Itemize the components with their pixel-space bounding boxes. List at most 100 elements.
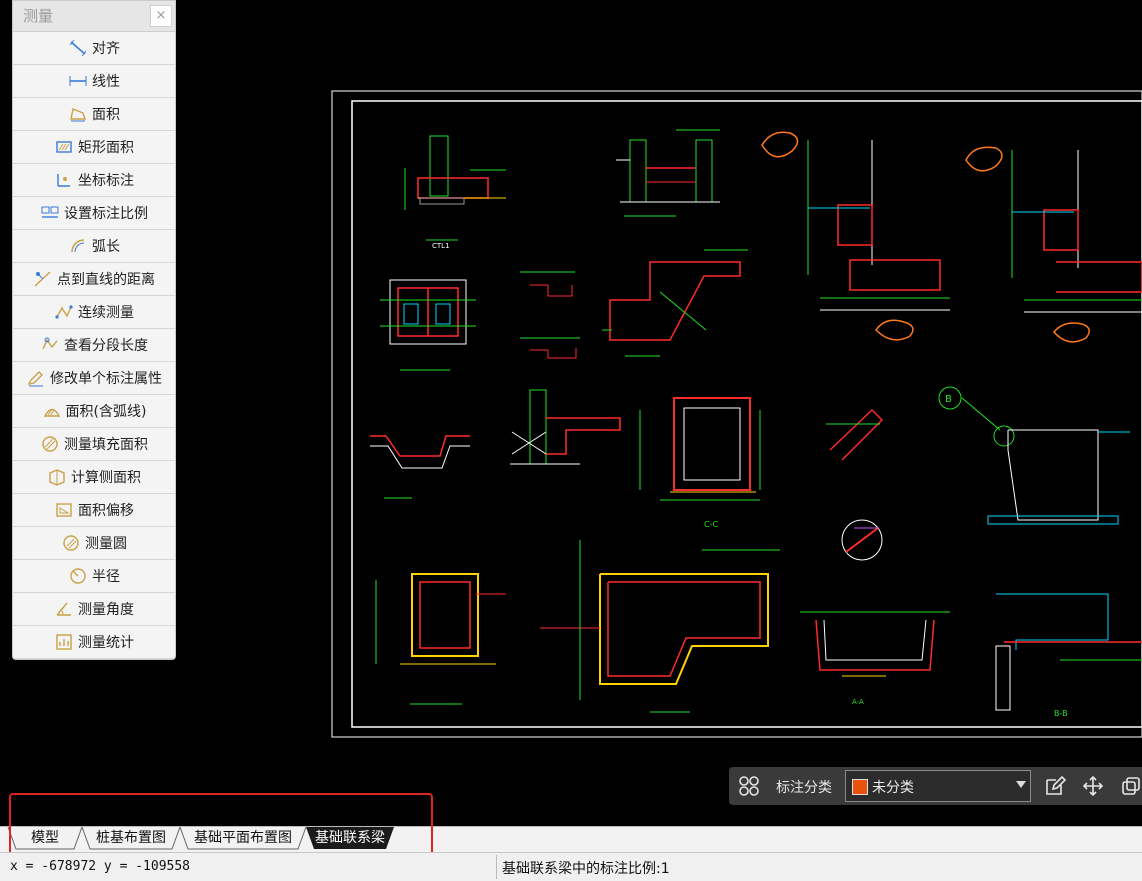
category-color-swatch xyxy=(852,779,868,795)
tool-measure-circle[interactable]: 测量圆 xyxy=(13,527,175,560)
tool-label: 修改单个标注属性 xyxy=(50,371,162,387)
measure-panel: 测量 × 对齐线性面积矩形面积坐标标注设置标注比例弧长点到直线的距离连续测量查看… xyxy=(12,0,176,660)
detail-bracket xyxy=(826,408,884,561)
area-icon xyxy=(70,108,86,122)
tool-hatch-area[interactable]: 测量填充面积 xyxy=(13,428,175,461)
detail-ramp-section xyxy=(602,249,748,357)
tool-point-to-line[interactable]: 点到直线的距离 xyxy=(13,263,175,296)
detail-label-ctl1: CTL1 xyxy=(432,242,450,250)
rectangle-area-icon xyxy=(56,141,72,153)
tool-label: 弧长 xyxy=(92,239,120,255)
tool-label: 设置标注比例 xyxy=(64,206,148,222)
point-to-line-icon xyxy=(34,271,51,287)
measure-tool-list: 对齐线性面积矩形面积坐标标注设置标注比例弧长点到直线的距离连续测量查看分段长度修… xyxy=(13,32,175,659)
detail-section-bb xyxy=(995,593,1142,711)
tool-label: 线性 xyxy=(92,74,120,90)
tool-annotation-scale[interactable]: 设置标注比例 xyxy=(13,197,175,230)
annotation-scale-icon xyxy=(41,206,59,218)
tool-arc-area[interactable]: 面积(含弧线) xyxy=(13,395,175,428)
tool-continuous-measure[interactable]: 连续测量 xyxy=(13,296,175,329)
section-label-aa: A-A xyxy=(852,698,864,706)
coordinate-annotation-icon xyxy=(57,174,70,187)
tool-label: 面积(含弧线) xyxy=(65,404,147,420)
side-area-icon xyxy=(49,469,65,486)
measure-panel-header[interactable]: 测量 × xyxy=(13,1,175,32)
segment-length-icon xyxy=(42,337,58,350)
detail-retaining-wall-b xyxy=(965,146,1142,343)
tool-label: 面积偏移 xyxy=(78,503,134,519)
tool-label: 矩形面积 xyxy=(78,140,134,156)
detail-column-section xyxy=(404,135,506,241)
tool-rectangle-area[interactable]: 矩形面积 xyxy=(13,131,175,164)
detail-pit-section xyxy=(616,129,720,217)
detail-channel xyxy=(540,540,780,713)
tool-label: 测量统计 xyxy=(78,635,134,651)
tool-arc-length[interactable]: 弧长 xyxy=(13,230,175,263)
section-label-cc: C-C xyxy=(704,520,718,529)
measure-circle-icon xyxy=(63,535,79,551)
detail-section-aa xyxy=(800,611,950,677)
tool-area[interactable]: 面积 xyxy=(13,98,175,131)
linear-dimension-icon xyxy=(69,76,87,86)
tool-label: 连续测量 xyxy=(78,305,134,321)
section-label-bb: B-B xyxy=(1054,709,1068,718)
edit-annotation-icon xyxy=(27,371,43,387)
tool-aligned-dimension[interactable]: 对齐 xyxy=(13,32,175,65)
tool-label: 点到直线的距离 xyxy=(57,272,155,288)
tab-foundation-plan[interactable]: 基础平面布置图 xyxy=(194,830,292,846)
tab-model[interactable]: 模型 xyxy=(31,830,59,846)
tool-label: 测量角度 xyxy=(78,602,134,618)
continuous-measure-icon xyxy=(55,305,73,319)
tool-coordinate-annotation[interactable]: 坐标标注 xyxy=(13,164,175,197)
layout-tabs: 模型 桩基布置图 基础平面布置图 基础联系梁 xyxy=(0,826,1142,853)
tool-linear-dimension[interactable]: 线性 xyxy=(13,65,175,98)
cursor-coordinates: x = -678972 y = -109558 xyxy=(10,859,191,874)
tab-foundation-tie-beam[interactable]: 基础联系梁 xyxy=(315,830,385,846)
aligned-dimension-icon xyxy=(69,39,87,57)
detail-step-small xyxy=(520,271,580,359)
measure-statistics-icon xyxy=(56,634,72,650)
tool-side-area[interactable]: 计算侧面积 xyxy=(13,461,175,494)
annotation-category-select[interactable]: 未分类 xyxy=(845,770,1031,802)
tool-label: 测量填充面积 xyxy=(64,437,148,453)
tool-segment-length[interactable]: 查看分段长度 xyxy=(13,329,175,362)
tool-label: 计算侧面积 xyxy=(71,470,141,486)
close-icon[interactable]: × xyxy=(150,5,172,27)
tool-label: 对齐 xyxy=(92,41,120,57)
status-bar: x = -678972 y = -109558 基础联系梁中的标注比例:1 xyxy=(0,852,1142,881)
detail-trench-profile xyxy=(370,435,470,499)
arc-length-icon xyxy=(71,239,85,253)
measure-angle-icon xyxy=(56,602,71,616)
chevron-down-icon xyxy=(1016,781,1026,788)
edit-icon[interactable] xyxy=(1044,775,1066,797)
tool-label: 半径 xyxy=(92,569,120,585)
tool-measure-angle[interactable]: 测量角度 xyxy=(13,593,175,626)
status-message: 基础联系梁中的标注比例:1 xyxy=(502,861,670,877)
tab-shapes xyxy=(7,827,394,850)
annotation-category-label: 标注分类 xyxy=(776,780,832,796)
annotation-category-value: 未分类 xyxy=(872,780,914,796)
drawing-canvas[interactable]: CTL1 xyxy=(0,0,1142,826)
tool-edit-annotation[interactable]: 修改单个标注属性 xyxy=(13,362,175,395)
tool-label: 面积 xyxy=(92,107,120,123)
detail-wall-notch xyxy=(510,389,621,465)
status-divider xyxy=(496,855,497,879)
detail-section-cc xyxy=(639,397,761,501)
tab-pile-layout[interactable]: 桩基布置图 xyxy=(96,830,166,846)
detail-double-box xyxy=(380,279,476,371)
tool-label: 坐标标注 xyxy=(78,173,134,189)
move-icon[interactable] xyxy=(1082,775,1104,797)
detail-b-frame xyxy=(938,386,1130,525)
measure-panel-title: 测量 xyxy=(23,7,54,25)
radius-icon xyxy=(70,568,86,584)
tool-area-offset[interactable]: 面积偏移 xyxy=(13,494,175,527)
drawing-frame xyxy=(331,90,1142,738)
tool-measure-statistics[interactable]: 测量统计 xyxy=(13,626,175,659)
grid-apps-icon[interactable] xyxy=(738,775,760,797)
detail-tank-left xyxy=(375,573,506,705)
tool-radius[interactable]: 半径 xyxy=(13,560,175,593)
tool-label: 测量圆 xyxy=(85,536,127,552)
detail-retaining-wall-a xyxy=(761,131,950,341)
copy-icon[interactable] xyxy=(1120,775,1142,797)
area-offset-icon xyxy=(56,503,72,517)
